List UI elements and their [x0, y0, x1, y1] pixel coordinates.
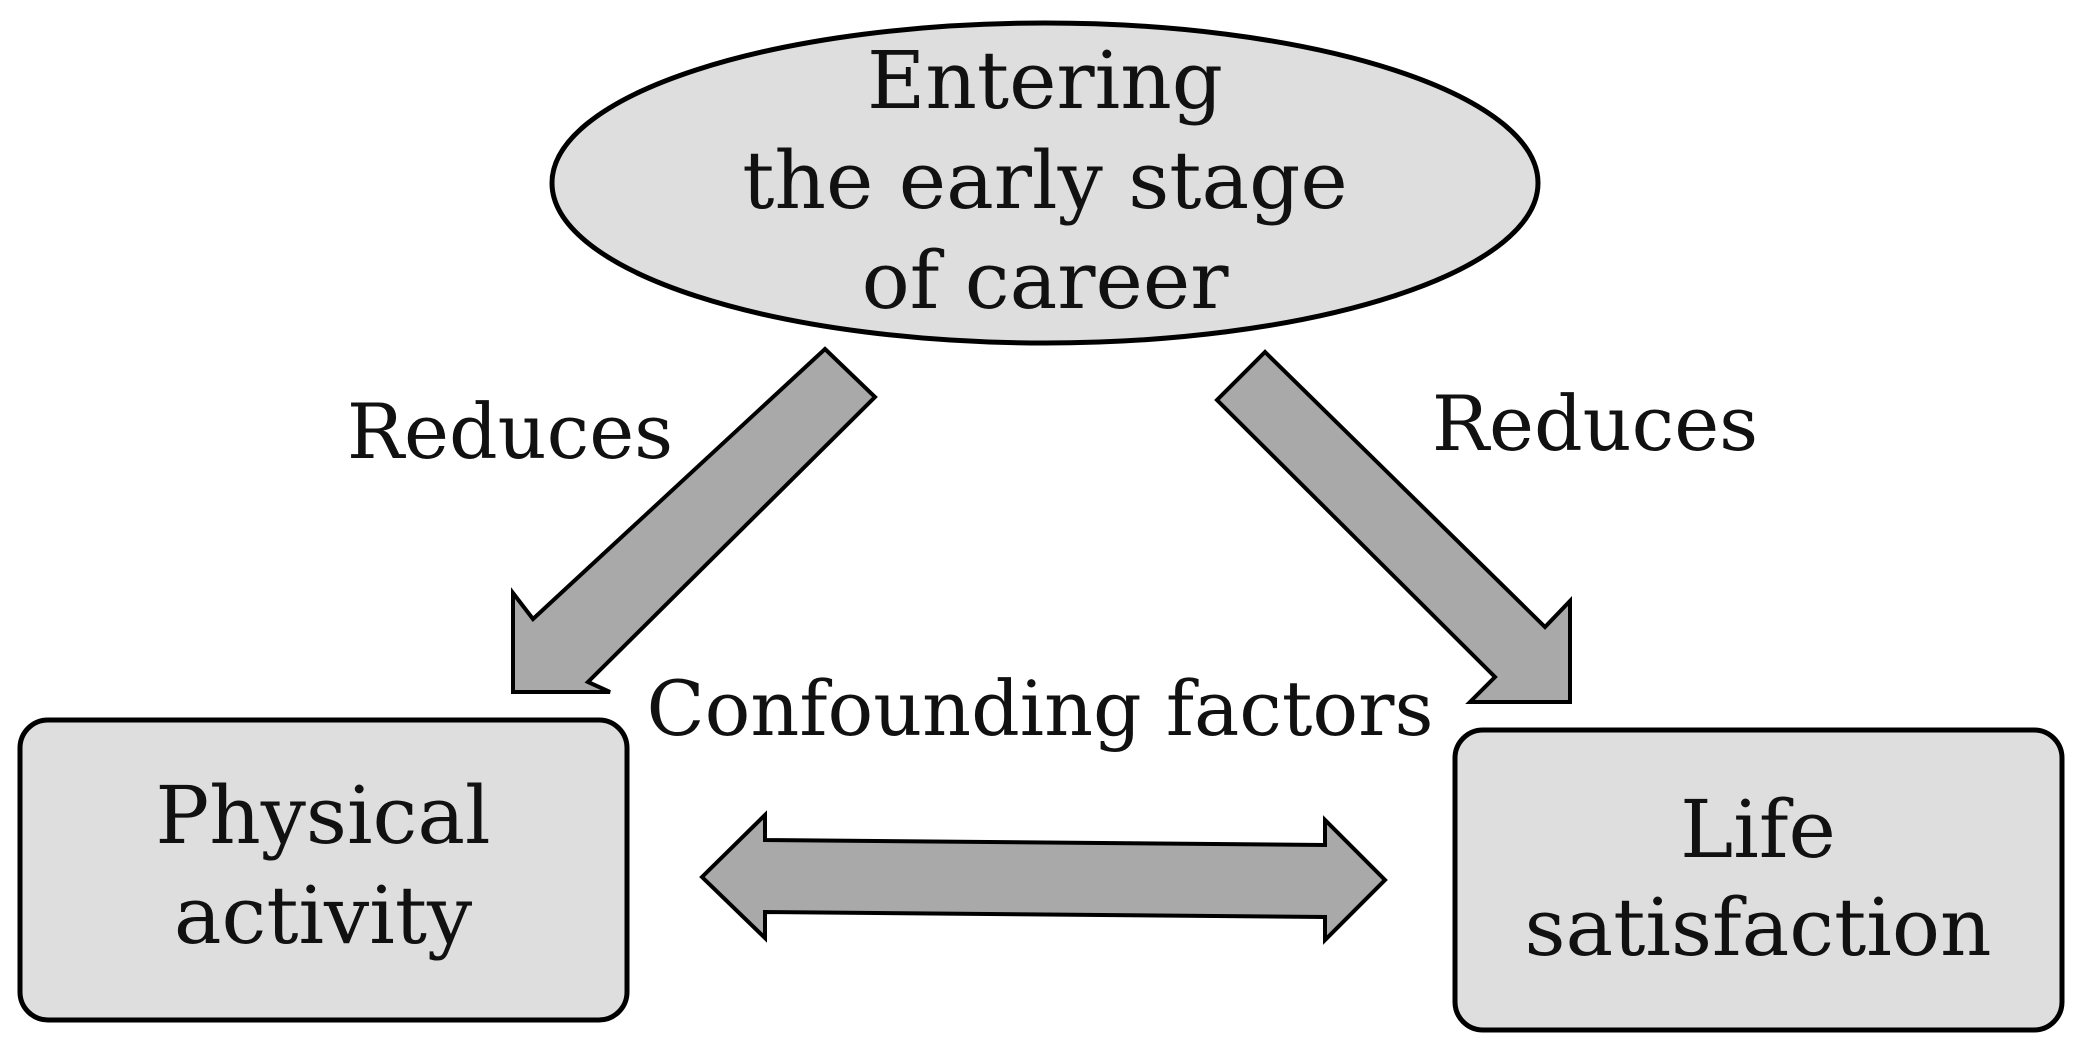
right-node-line-1: Life: [1680, 783, 1836, 876]
left-node-line-2: activity: [174, 869, 472, 962]
left-arrow-label: Reduces: [347, 387, 673, 476]
top-node-line-2: the early stage: [742, 134, 1347, 227]
right-arrow-label: Reduces: [1432, 379, 1758, 468]
top-node-shape: [549, 20, 1541, 346]
top-node-line-1: Entering: [867, 34, 1223, 127]
left-node: Physical activity: [17, 717, 630, 1023]
left-node-line-1: Physical: [155, 769, 490, 862]
right-reduces-arrow: [1214, 349, 1572, 704]
left-reduces-arrow: [511, 346, 878, 694]
right-node: Life satisfaction: [1452, 727, 2065, 1033]
top-node: Entering the early stage of career: [549, 20, 1541, 346]
right-node-shape: [1452, 727, 2065, 1033]
confounding-label: Confounding factors: [647, 664, 1434, 753]
left-node-shape: [17, 717, 630, 1023]
right-node-line-2: satisfaction: [1524, 881, 1991, 974]
top-node-line-3: of career: [862, 234, 1230, 327]
bidirectional-arrow: [699, 810, 1388, 945]
